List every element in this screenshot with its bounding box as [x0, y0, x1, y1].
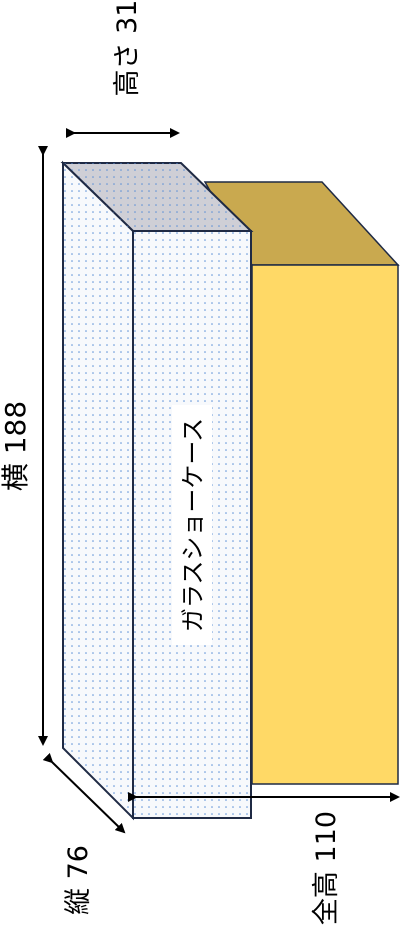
depth-arrow: [42, 752, 126, 834]
case-name-label: ガラスショーケース: [179, 418, 207, 632]
glass-side-face-dots: [63, 163, 133, 818]
glass-top-face-dots: [63, 163, 251, 231]
case-name-background: [172, 405, 212, 645]
width-label: 横 188: [0, 401, 32, 491]
total-height-label: 全高 110: [311, 811, 342, 925]
cabinet-front-face: [251, 264, 399, 785]
depth-label: 縦 76: [63, 845, 94, 915]
height-label: 高さ 31: [112, 0, 143, 96]
case-name-group: ガラスショーケース: [172, 405, 212, 645]
